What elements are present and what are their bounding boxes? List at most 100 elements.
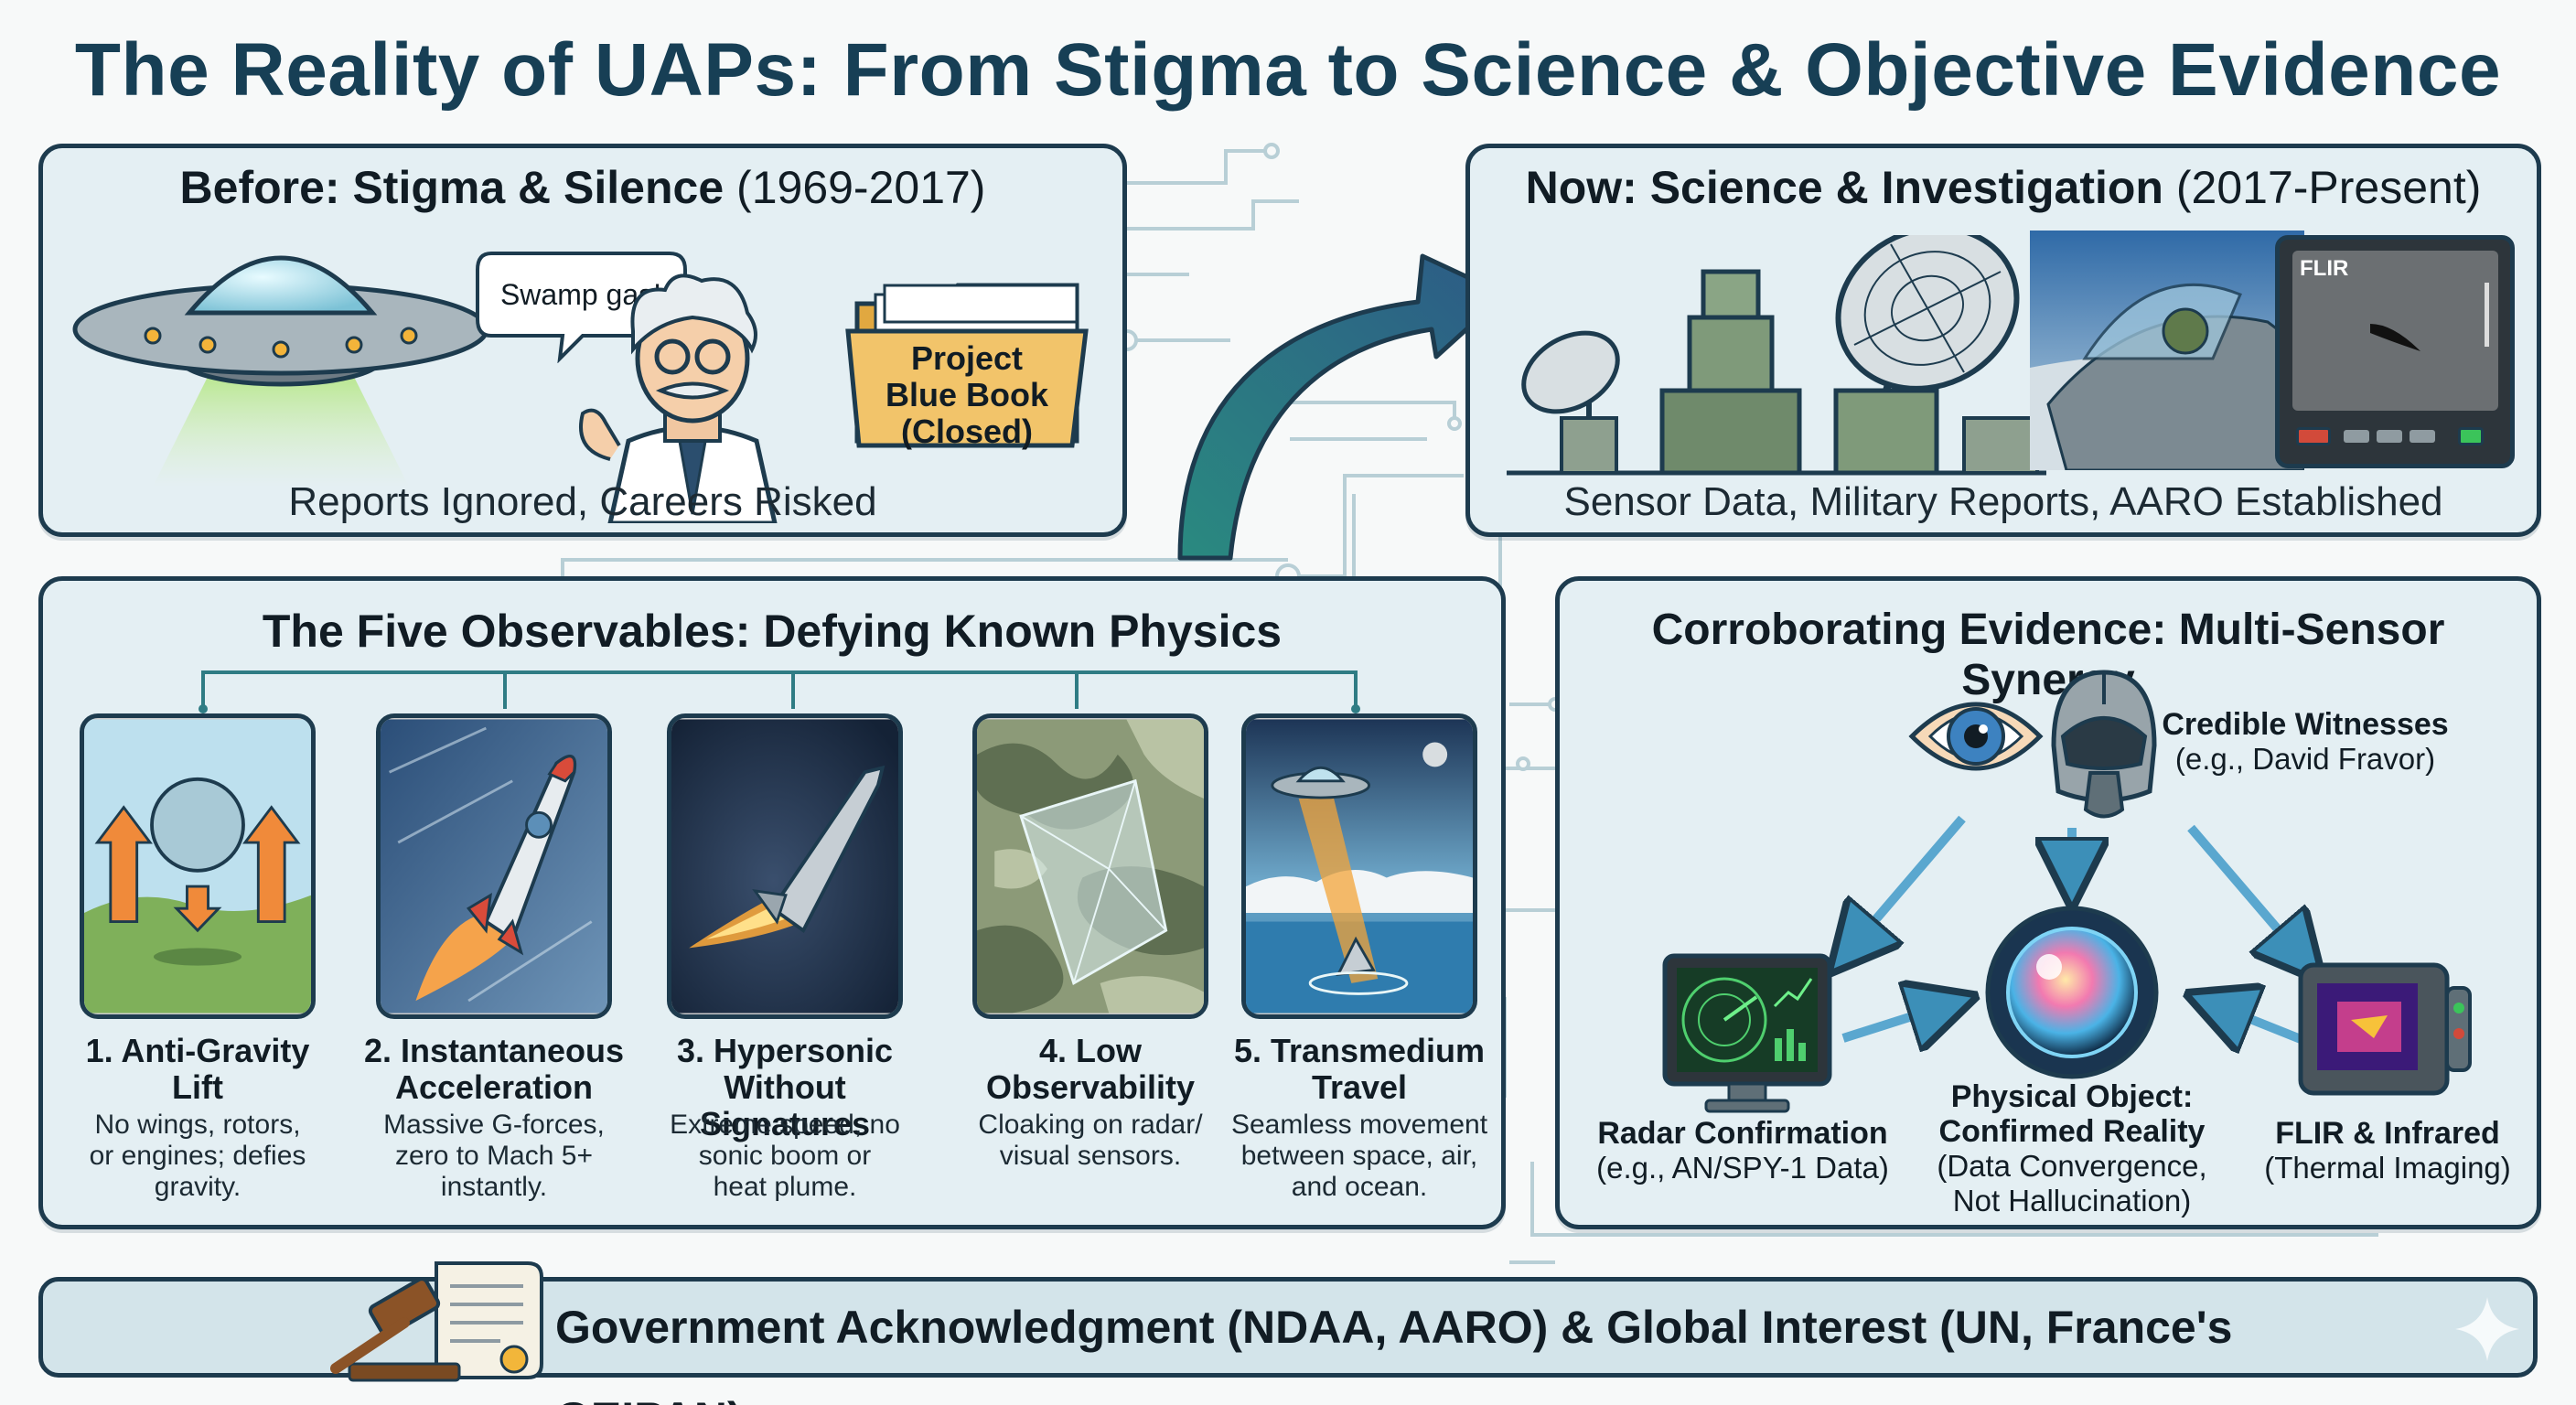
observable-5-desc-line1: Seamless movement bbox=[1230, 1110, 1488, 1140]
observable-1-name-line2: Lift bbox=[172, 1068, 223, 1106]
observable-5-name-line1: 5. Transmedium bbox=[1233, 1032, 1486, 1069]
before-heading-years: (1969-2017) bbox=[736, 162, 986, 213]
observable-2-name-line1: 2. Instantaneous bbox=[363, 1032, 625, 1069]
observables-panel: The Five Observables: Defying Known Phys… bbox=[38, 576, 1506, 1229]
observable-4-desc: Cloaking on radar/ visual sensors. bbox=[949, 1110, 1232, 1172]
observable-3-desc-line1: Extreme speed, no bbox=[670, 1110, 900, 1140]
observable-card-hypersonic bbox=[667, 713, 903, 1019]
object-title-2: Confirmed Reality bbox=[1938, 1114, 2206, 1149]
now-heading-years: (2017-Present) bbox=[2175, 162, 2482, 213]
banner-text: Government Acknowledgment (NDAA, AARO) &… bbox=[555, 1302, 2233, 1405]
observable-3-name: 3. Hypersonic Without Signatures bbox=[643, 1033, 927, 1142]
hypersonic-illustration bbox=[671, 719, 898, 1014]
flir-label: FLIR & Infrared (Thermal Imaging) bbox=[2241, 1116, 2534, 1185]
object-label: Physical Object: Confirmed Reality (Data… bbox=[1907, 1079, 2237, 1218]
before-heading: Before: Stigma & Silence (1969-2017) bbox=[43, 161, 1122, 214]
rocket-illustration bbox=[381, 719, 607, 1014]
witness-title: Credible Witnesses bbox=[2162, 707, 2449, 742]
observable-4-desc-line1: Cloaking on radar/ bbox=[978, 1110, 1203, 1140]
thermal-camera-icon bbox=[2298, 962, 2472, 1096]
camouflage-illustration bbox=[977, 719, 1204, 1014]
physical-object-orb-icon bbox=[1985, 906, 2159, 1079]
observable-4-name-line1: 4. Low Observability bbox=[985, 1032, 1196, 1106]
acknowledgment-banner: Government Acknowledgment (NDAA, AARO) &… bbox=[38, 1261, 2538, 1405]
flir-target-icon bbox=[2370, 324, 2420, 351]
observables-connector-lines bbox=[199, 670, 1360, 713]
flir-scale bbox=[2485, 283, 2489, 347]
before-heading-label: Before: Stigma & Silence bbox=[179, 162, 724, 213]
sparkle-icon bbox=[2455, 1297, 2519, 1361]
observable-1-name: 1. Anti-Gravity Lift bbox=[56, 1033, 339, 1106]
scientist-illustration bbox=[579, 273, 778, 523]
observable-1-name-line1: 1. Anti-Gravity bbox=[85, 1032, 310, 1069]
evidence-panel: Corroborating Evidence: Multi-Sensor Syn… bbox=[1555, 576, 2541, 1229]
observable-2-name: 2. Instantaneous Acceleration bbox=[352, 1033, 636, 1106]
radar-monitor-icon bbox=[1662, 953, 1832, 1113]
observables-heading: The Five Observables: Defying Known Phys… bbox=[262, 606, 1283, 657]
observable-5-desc-line3: and ocean. bbox=[1291, 1172, 1428, 1202]
now-panel: Now: Science & Investigation (2017-Prese… bbox=[1465, 144, 2541, 537]
observable-5-desc: Seamless movement between space, air, an… bbox=[1218, 1110, 1501, 1203]
observable-3-desc-line2: sonic boom or bbox=[698, 1141, 872, 1171]
flir-button-3[interactable] bbox=[2410, 430, 2435, 443]
observable-2-desc: Massive G-forces, zero to Mach 5+ instan… bbox=[352, 1110, 636, 1203]
observable-3-desc: Extreme speed, no sonic boom or heat plu… bbox=[643, 1110, 927, 1203]
observable-5-name-line2: Travel bbox=[1311, 1068, 1408, 1106]
observable-card-low-observability bbox=[972, 713, 1208, 1019]
folder-label-2: Blue Book bbox=[886, 376, 1049, 413]
observable-5-name: 5. Transmedium Travel bbox=[1218, 1033, 1501, 1106]
observable-1-desc-line2: or engines; defies bbox=[89, 1141, 306, 1171]
now-caption: Sensor Data, Military Reports, AARO Esta… bbox=[1563, 479, 2443, 524]
observable-card-acceleration bbox=[376, 713, 612, 1019]
witness-label: Credible Witnesses (e.g., David Fravor) bbox=[2154, 707, 2456, 777]
evidence-arrows bbox=[1560, 815, 2538, 1230]
observable-1-desc-line3: gravity. bbox=[154, 1172, 242, 1202]
observable-2-desc-line3: instantly. bbox=[440, 1172, 548, 1202]
flir-screen: FLIR bbox=[2292, 251, 2498, 411]
observable-3-name-line2: Without Signatures bbox=[699, 1068, 871, 1142]
radar-title: Radar Confirmation bbox=[1597, 1116, 1888, 1151]
object-subtitle-2: Not Hallucination) bbox=[1952, 1184, 2192, 1217]
flir-button-green[interactable] bbox=[2458, 427, 2484, 445]
flir-button-red[interactable] bbox=[2296, 427, 2331, 445]
observable-4-name: 4. Low Observability bbox=[949, 1033, 1232, 1106]
observable-1-desc-line1: No wings, rotors, bbox=[94, 1110, 301, 1140]
observable-2-desc-line2: zero to Mach 5+ bbox=[395, 1141, 593, 1171]
witness-subtitle: (e.g., David Fravor) bbox=[2174, 742, 2436, 776]
observable-card-anti-gravity bbox=[80, 713, 316, 1019]
folder-icon: Project Blue Book (Closed) bbox=[845, 283, 1089, 450]
flir-monitor: FLIR bbox=[2275, 235, 2515, 468]
observable-2-desc-line1: Massive G-forces, bbox=[383, 1110, 605, 1140]
transmedium-illustration bbox=[1246, 719, 1473, 1014]
observable-4-desc-line2: visual sensors. bbox=[999, 1141, 1182, 1171]
folder-label-1: Project bbox=[911, 339, 1023, 377]
observable-3-desc-line3: heat plume. bbox=[713, 1172, 857, 1202]
observable-1-desc: No wings, rotors, or engines; defies gra… bbox=[56, 1110, 339, 1203]
observable-3-name-line1: 3. Hypersonic bbox=[676, 1032, 894, 1069]
ufo-illustration bbox=[72, 255, 489, 487]
now-heading-label: Now: Science & Investigation bbox=[1525, 162, 2163, 213]
gavel-and-document-icon bbox=[330, 1261, 543, 1382]
flir-logo: FLIR bbox=[2300, 256, 2349, 281]
observable-card-transmedium bbox=[1241, 713, 1477, 1019]
radar-subtitle: (e.g., AN/SPY-1 Data) bbox=[1596, 1151, 1889, 1185]
radar-installation-illustration bbox=[1507, 235, 2046, 476]
jet-cockpit-illustration bbox=[2030, 231, 2304, 470]
flir-subtitle: (Thermal Imaging) bbox=[2264, 1151, 2511, 1185]
flir-title: FLIR & Infrared bbox=[2275, 1116, 2500, 1151]
observable-5-desc-line2: between space, air, bbox=[1240, 1141, 1478, 1171]
evidence-heading: Corroborating Evidence: Multi-Sensor Syn… bbox=[1651, 606, 2445, 704]
now-heading: Now: Science & Investigation (2017-Prese… bbox=[1470, 161, 2537, 214]
radar-label: Radar Confirmation (e.g., AN/SPY-1 Data) bbox=[1578, 1116, 1907, 1185]
page-title: The Reality of UAPs: From Stigma to Scie… bbox=[74, 28, 2502, 112]
before-panel: Before: Stigma & Silence (1969-2017) Swa… bbox=[38, 144, 1127, 537]
anti-gravity-illustration bbox=[84, 719, 311, 1014]
eye-icon bbox=[1908, 702, 2044, 771]
object-title-1: Physical Object: bbox=[1950, 1079, 2194, 1114]
flir-button-1[interactable] bbox=[2344, 430, 2369, 443]
object-subtitle-1: (Data Convergence, bbox=[1937, 1149, 2207, 1183]
before-caption: Reports Ignored, Careers Risked bbox=[288, 479, 877, 524]
observable-2-name-line2: Acceleration bbox=[394, 1068, 594, 1106]
flir-button-2[interactable] bbox=[2377, 430, 2402, 443]
pilot-helmet-icon bbox=[2051, 670, 2157, 819]
